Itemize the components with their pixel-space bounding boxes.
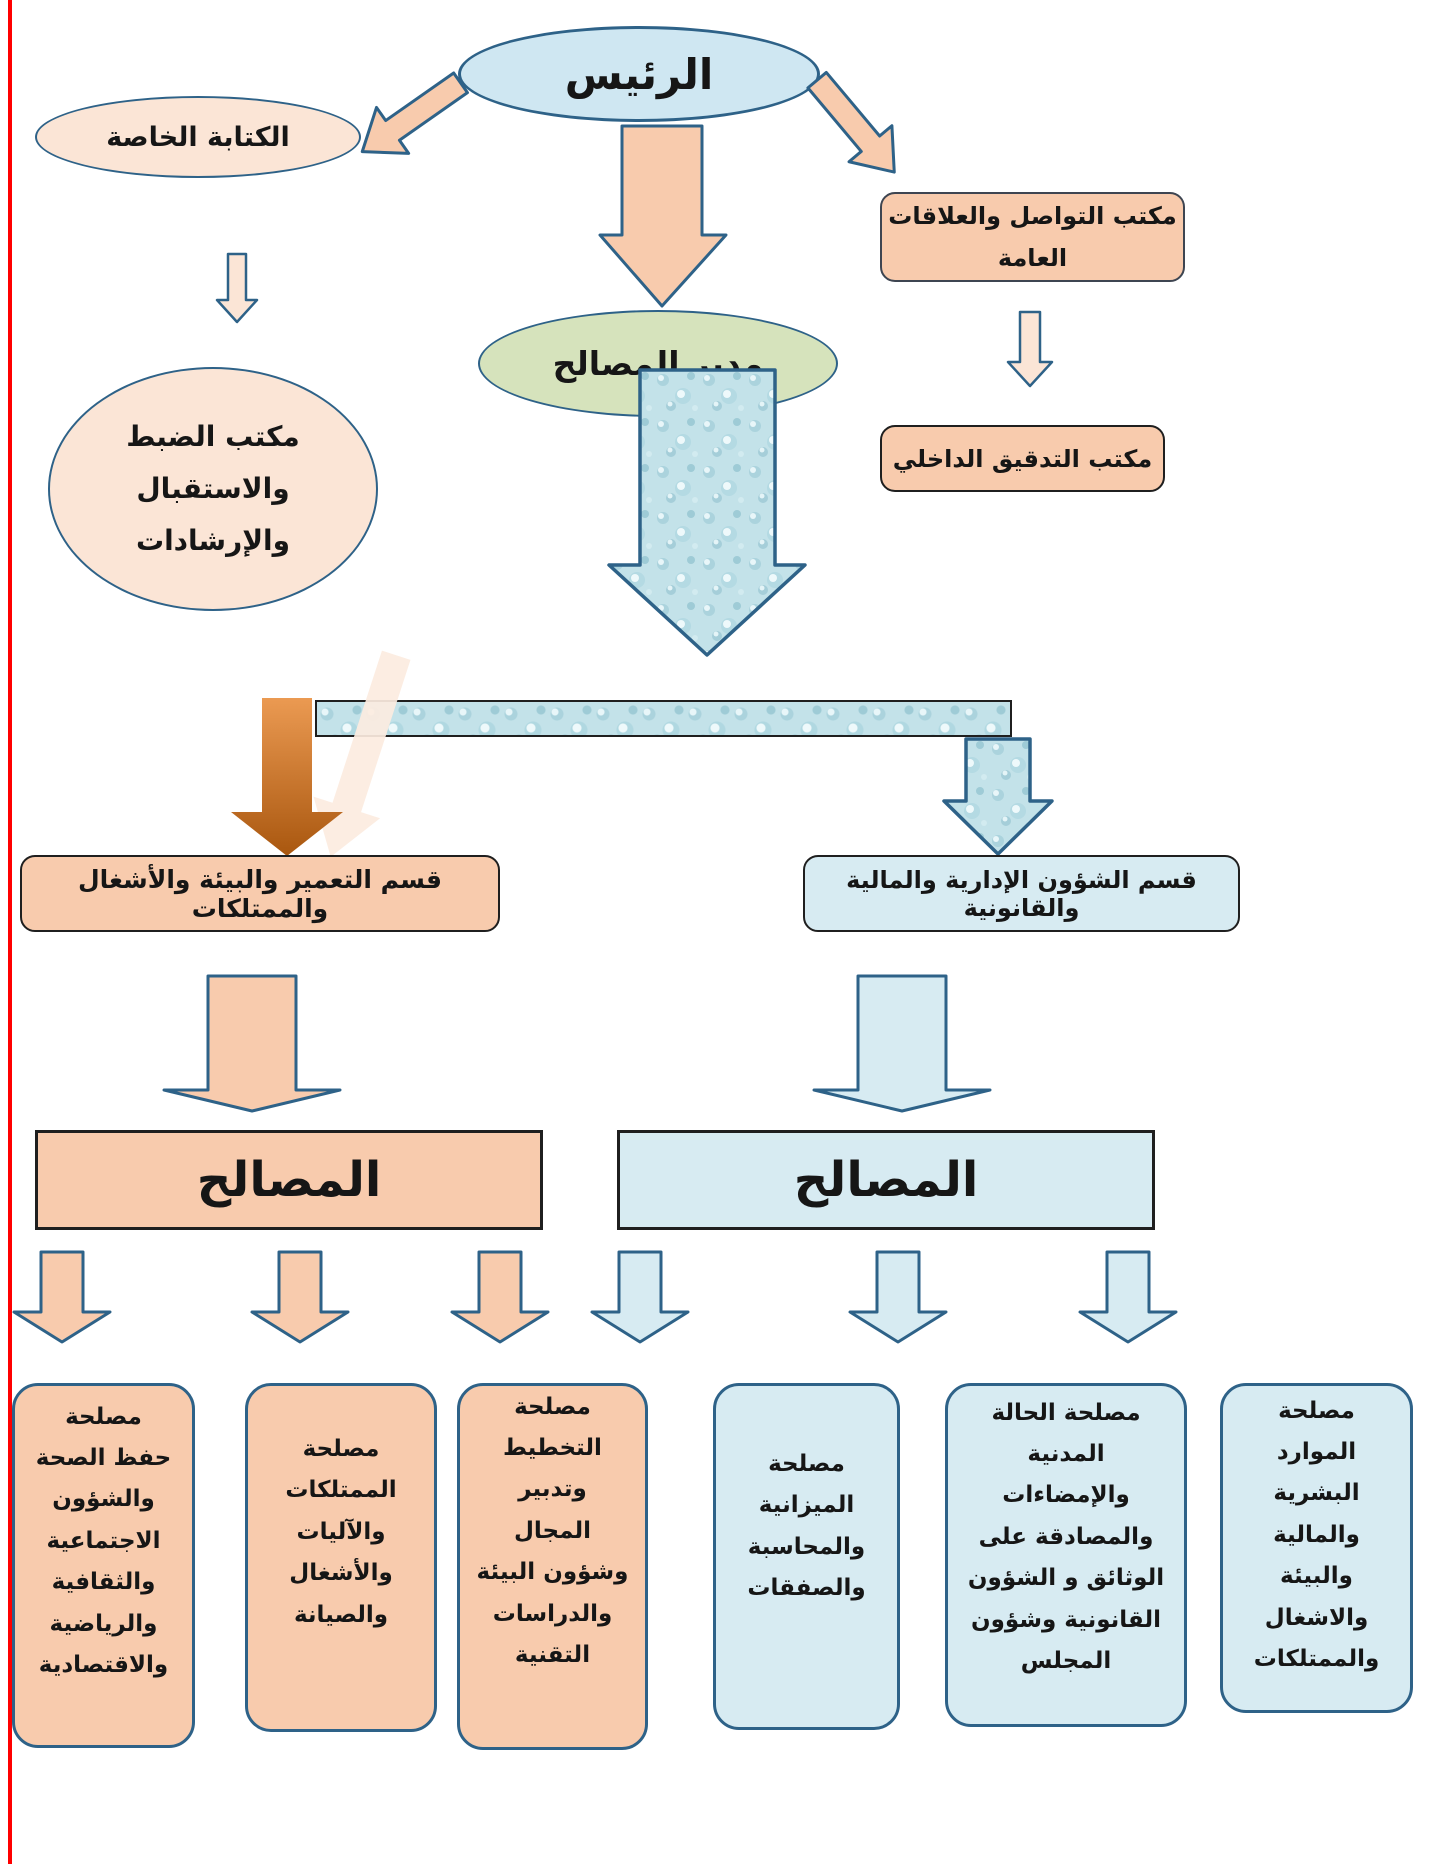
connector-president-director [598,124,728,308]
connector-secretariat-registry [215,252,259,324]
trunk-bar [315,700,1012,737]
services-header-left: المصالح [35,1130,543,1230]
node-communication-office: مكتب التواصل والعلاقات العامة [880,192,1185,282]
connector-communication-audit [1006,310,1054,388]
node-service-planning: مصلحة التخطيط وتدبير المجال وشؤون البيئة… [457,1383,648,1750]
connector-services-right-3 [1078,1250,1178,1344]
connector-services-right-1 [590,1250,690,1344]
node-service-budget: مصلحة الميزانية والمحاسبة والصفقات [713,1383,900,1730]
connector-services-left-2 [250,1250,350,1344]
connector-admin-services [812,974,992,1113]
node-service-health: مصلحة حفظ الصحة والشؤون الاجتماعية والثق… [12,1383,195,1748]
services-header-right: المصالح [617,1130,1155,1230]
node-registry-office: مكتب الضبط والاستقبال والإرشادات [48,367,378,611]
node-service-hr: مصلحة الموارد البشرية والمالية والبيئة و… [1220,1383,1413,1713]
connector-trunk-urbanism [231,698,343,856]
connector-urbanism-services [162,974,342,1113]
connector-president-communication [806,70,896,174]
node-service-assets: مصلحة الممتلكات والآليات والأشغال والصيا… [245,1383,437,1732]
node-admin-division: قسم الشؤون الإدارية والمالية والقانونية [803,855,1240,932]
connector-director-trunk [607,368,807,657]
node-audit-office: مكتب التدقيق الداخلي [880,425,1165,492]
node-urbanism-division: قسم التعمير والبيئة والأشغال والممتلكات [20,855,500,932]
connector-services-right-2 [848,1250,948,1344]
connector-services-left-1 [12,1250,112,1344]
node-president: الرئيس [458,26,820,122]
page-margin-line [8,0,12,1864]
connector-ghost-arrow [313,650,411,857]
node-private-secretariat: الكتابة الخاصة [35,96,361,178]
connector-services-left-3 [450,1250,550,1344]
node-service-civil-status: مصلحة الحالة المدنية والإمضاءات والمصادق… [945,1383,1187,1727]
connector-trunk-admin [942,737,1054,856]
connector-president-secretariat [360,71,469,155]
